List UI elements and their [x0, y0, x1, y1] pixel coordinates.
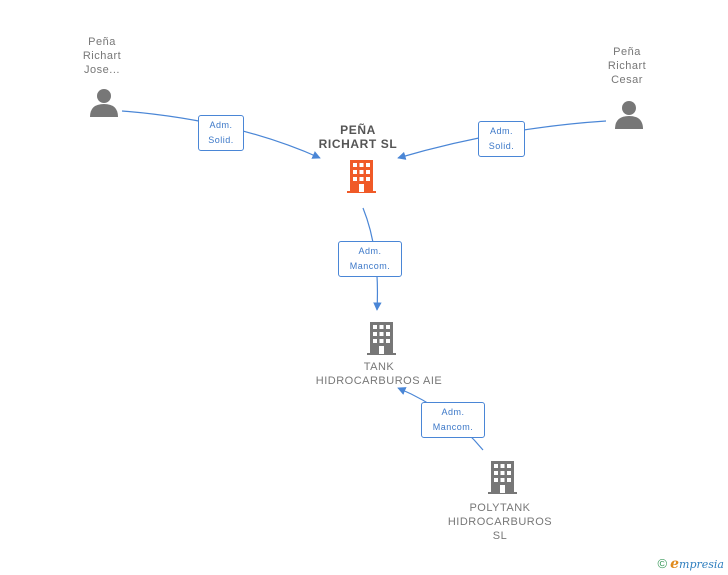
relation-badge-polytank-tank[interactable]: Adm. Mancom.	[421, 402, 485, 438]
building-icon[interactable]	[367, 322, 396, 355]
relation-line: Solid.	[208, 135, 234, 145]
label-line: Jose...	[84, 64, 120, 76]
label-line: POLYTANK	[469, 502, 531, 514]
label-line: SL	[492, 530, 508, 542]
relation-line: Adm.	[441, 407, 465, 417]
relation-line: Adm.	[358, 246, 382, 256]
building-icon[interactable]	[347, 160, 376, 193]
brand-initial: e	[670, 556, 680, 572]
label-line: PEÑA	[340, 123, 376, 137]
person-jose-label[interactable]: Peña Richart Jose...	[68, 35, 136, 77]
company-tank-label[interactable]: TANK HIDROCARBUROS AIE	[306, 360, 452, 388]
relation-badge-cesar-main[interactable]: Adm. Solid.	[478, 121, 525, 157]
label-line: Richart	[82, 50, 122, 62]
label-line: Richart	[607, 60, 647, 72]
brand-name: mpresia	[679, 558, 724, 571]
company-main-label[interactable]: PEÑA RICHART SL	[308, 123, 408, 151]
company-polytank-label[interactable]: POLYTANK HIDROCARBUROS SL	[445, 501, 555, 543]
label-line: HIDROCARBUROS	[447, 516, 553, 528]
person-icon[interactable]	[90, 89, 118, 117]
label-line: Cesar	[611, 74, 643, 86]
relation-line: Adm.	[209, 120, 233, 130]
relation-badge-main-tank[interactable]: Adm. Mancom.	[338, 241, 402, 277]
relation-line: Mancom.	[349, 261, 391, 271]
label-line: Peña	[88, 36, 116, 48]
label-line: TANK	[363, 361, 395, 373]
relation-line: Solid.	[488, 141, 515, 151]
copyright-icon: ©	[657, 556, 668, 571]
building-icon[interactable]	[488, 461, 517, 494]
label-line: Peña	[613, 46, 641, 58]
label-line: RICHART SL	[318, 137, 398, 151]
relation-line: Mancom.	[432, 422, 474, 432]
person-cesar-label[interactable]: Peña Richart Cesar	[592, 45, 662, 87]
label-line: HIDROCARBUROS AIE	[315, 375, 443, 387]
brand-logo: © empresia	[657, 556, 724, 572]
relation-line: Adm.	[489, 126, 513, 136]
person-icon[interactable]	[615, 101, 643, 129]
relation-badge-jose-main[interactable]: Adm. Solid.	[198, 115, 244, 151]
